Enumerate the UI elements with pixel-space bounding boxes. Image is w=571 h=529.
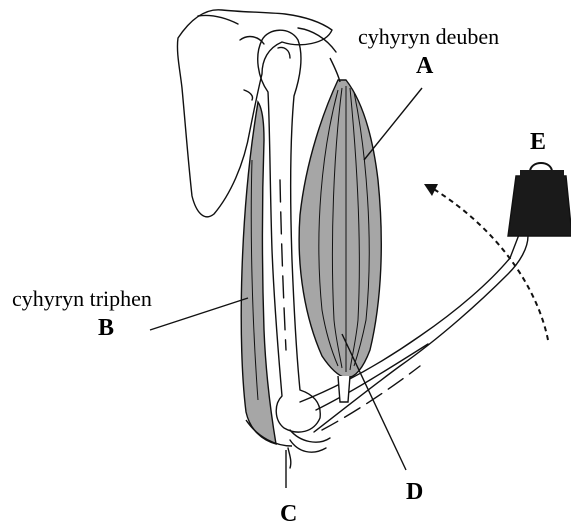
label-b: B <box>98 316 114 340</box>
biceps-tendon <box>338 376 350 402</box>
label-a: A <box>416 54 433 78</box>
weight <box>508 176 571 236</box>
label-c: C <box>280 502 297 526</box>
triceps-muscle <box>241 102 276 444</box>
leader-b <box>150 298 248 330</box>
leader-a <box>364 88 422 160</box>
label-e: E <box>530 130 546 154</box>
biceps-label: cyhyryn deuben <box>358 26 499 48</box>
triceps-label: cyhyryn triphen <box>12 288 152 310</box>
label-d: D <box>406 480 423 504</box>
